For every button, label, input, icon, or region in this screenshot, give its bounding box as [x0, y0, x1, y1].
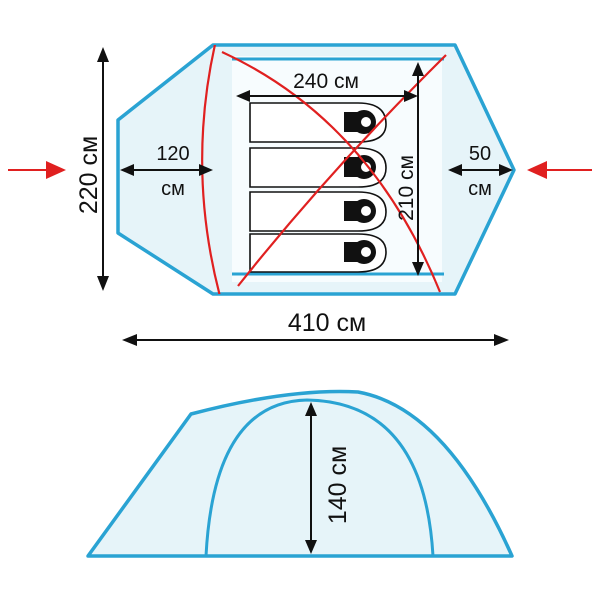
inner-length-label: 240 см — [293, 70, 359, 93]
vestibule-left-value: 120 — [156, 143, 189, 165]
cross-pole — [221, 51, 442, 293]
vestibule-left-unit: см — [161, 178, 185, 200]
top-view: 240 см 210 см 120 см 50 см 220 см — [8, 43, 592, 346]
inner-width-label: 210 см — [395, 155, 418, 221]
sleeping-bag — [249, 102, 387, 143]
side-view: 140 см — [86, 389, 514, 558]
entrance-arrow-right — [527, 161, 592, 179]
sleeping-bag — [249, 191, 387, 232]
vestibule-right-unit: см — [468, 178, 492, 200]
total-width-label: 220 см — [75, 136, 103, 214]
cross-pole — [237, 54, 447, 287]
height-label: 140 см — [324, 446, 352, 524]
tent-side-outline — [86, 389, 514, 558]
entrance-arrow-left — [8, 161, 66, 179]
sleeping-bag — [249, 147, 387, 188]
sleeping-bags — [249, 102, 387, 273]
vestibule-right-value: 50 — [469, 143, 491, 165]
sleeping-bag — [249, 233, 387, 273]
total-length-label: 410 см — [288, 309, 366, 337]
tent-entrance-arch — [204, 398, 435, 557]
